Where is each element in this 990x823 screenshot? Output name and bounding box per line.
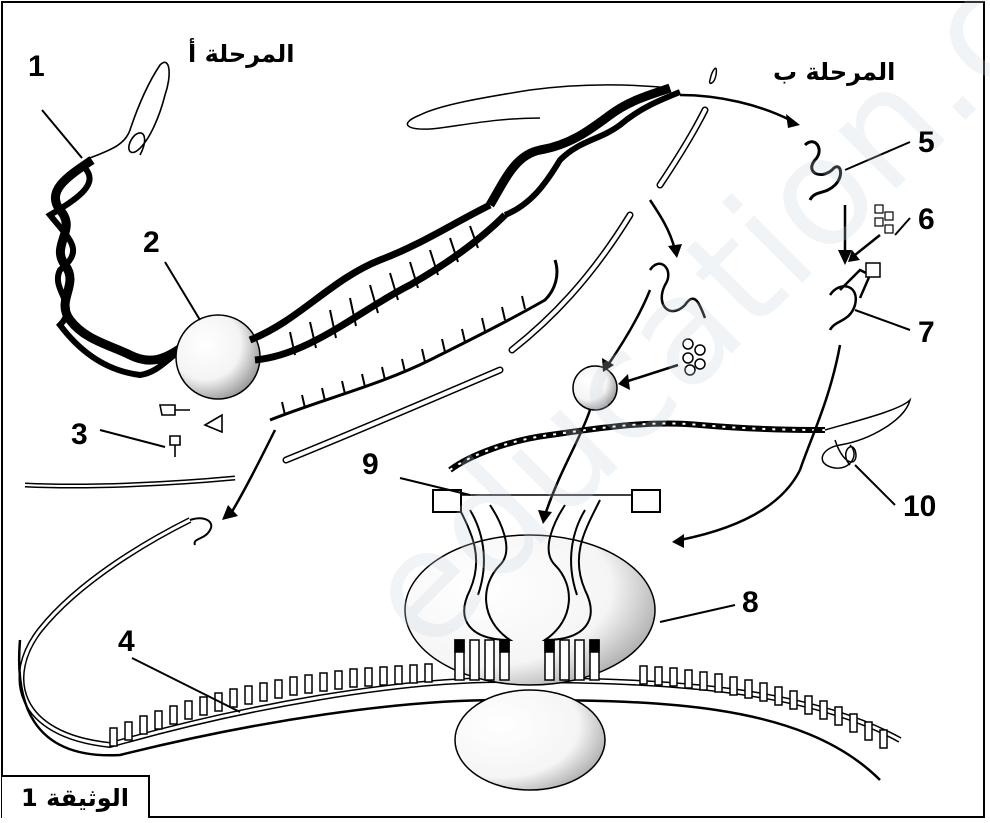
mrna-rod-2-inner xyxy=(512,215,630,350)
amino-acid-box-left xyxy=(433,490,461,512)
label-5: 5 xyxy=(918,128,935,158)
arrows xyxy=(230,95,880,540)
dna-template-strand xyxy=(255,215,505,360)
mrna-rod-2 xyxy=(512,215,630,350)
polypeptide-loose-end xyxy=(822,400,910,468)
mrna-5prime-cap xyxy=(190,518,211,545)
label-3: 3 xyxy=(71,420,88,450)
phase-b-label: المرحلة ب xyxy=(773,60,895,84)
mrna-rod-1-inner xyxy=(286,370,500,460)
document-label: الوثيقة 1 xyxy=(2,775,150,818)
rna-polymerase xyxy=(176,315,260,399)
mrna-coiled-middle xyxy=(650,264,705,318)
ribosome-large-subunit xyxy=(405,535,655,685)
dna-helix-left-strand1 xyxy=(55,160,185,360)
activation-enzyme-cluster xyxy=(875,205,893,233)
amino-acid-7 xyxy=(866,263,880,277)
amino-acid-cluster xyxy=(683,339,705,375)
amino-acid-ball xyxy=(573,366,617,410)
label-4: 4 xyxy=(118,627,135,657)
phase-a-label: المرحلة أ xyxy=(188,42,295,66)
dna-loose-end-left xyxy=(90,62,169,158)
label-1: 1 xyxy=(28,52,45,82)
trna-charged-7 xyxy=(830,270,870,330)
dna-coding-strand xyxy=(250,205,490,340)
amino-acid-box-right xyxy=(632,490,660,512)
small-loop-top xyxy=(710,68,717,83)
label-8: 8 xyxy=(742,588,759,618)
polypeptide-chain xyxy=(450,423,825,470)
mrna-bases xyxy=(282,296,525,415)
arrowheads xyxy=(222,114,860,548)
label-7: 7 xyxy=(918,318,935,348)
trna-coil-5 xyxy=(805,142,841,200)
label-9: 9 xyxy=(362,450,379,480)
label-10: 10 xyxy=(903,492,936,522)
label-6: 6 xyxy=(918,205,935,235)
trna-icons xyxy=(160,405,222,457)
mrna-rod-3-inner xyxy=(660,110,705,185)
ribosome-small-subunit xyxy=(455,690,605,790)
label-2: 2 xyxy=(143,228,160,258)
